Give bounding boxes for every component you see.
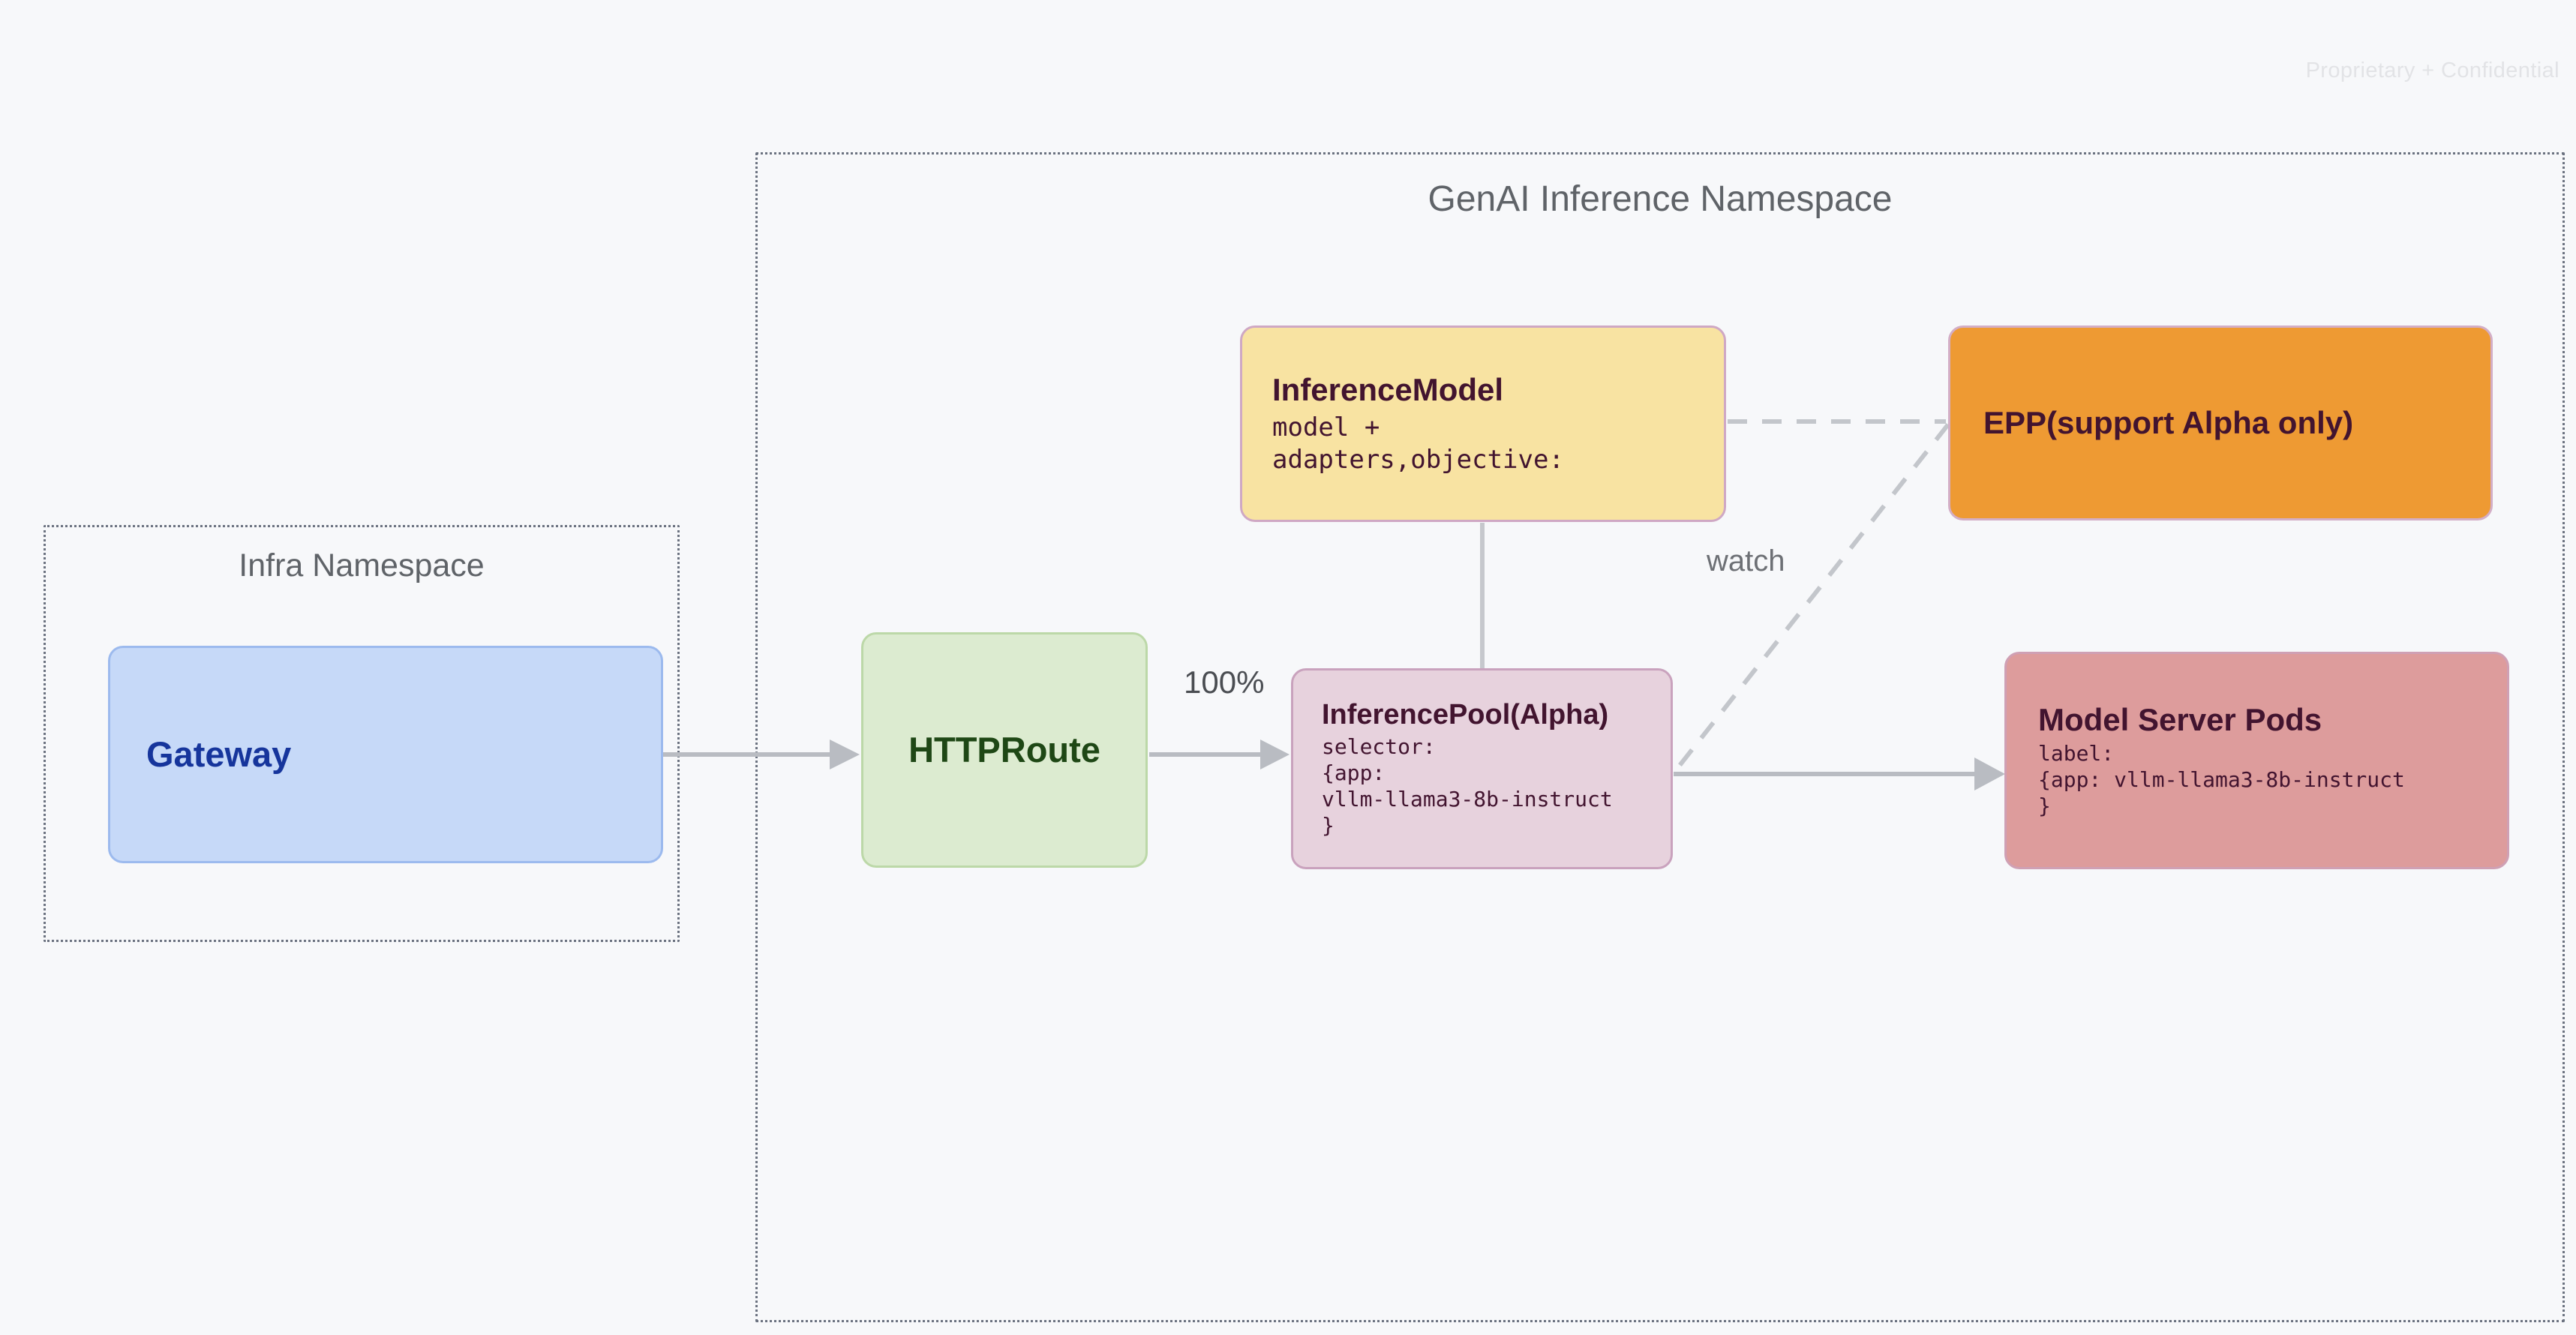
node-gateway[interactable]: Gateway: [108, 646, 663, 863]
node-epp[interactable]: EPP(support Alpha only): [1948, 326, 2493, 520]
node-inference-model-body: model + adapters,objective:: [1272, 412, 1564, 475]
node-inference-pool-body: selector: {app: vllm-llama3-8b-instruct …: [1322, 734, 1613, 838]
node-httproute-title: HTTPRoute: [908, 729, 1100, 770]
namespace-frame-genai: [755, 152, 2565, 1322]
namespace-frame-infra: [44, 525, 680, 942]
node-model-server-pods[interactable]: Model Server Pods label: {app: vllm-llam…: [2004, 652, 2509, 869]
node-inference-model[interactable]: InferenceModel model + adapters,objectiv…: [1240, 326, 1726, 522]
node-model-server-pods-body: label: {app: vllm-llama3-8b-instruct }: [2038, 741, 2405, 819]
node-inference-pool[interactable]: InferencePool(Alpha) selector: {app: vll…: [1291, 668, 1673, 869]
node-inference-model-title: InferenceModel: [1272, 371, 1504, 407]
namespace-title-genai: GenAI Inference Namespace: [1428, 179, 1893, 219]
edge-label-watch: watch: [1707, 544, 1785, 578]
confidentiality-watermark: Proprietary + Confidential: [2305, 58, 2559, 82]
node-gateway-title: Gateway: [146, 734, 292, 774]
node-model-server-pods-title: Model Server Pods: [2038, 701, 2322, 737]
edge-label-traffic-split: 100%: [1184, 664, 1265, 700]
node-epp-title: EPP(support Alpha only): [1983, 405, 2354, 441]
node-httproute[interactable]: HTTPRoute: [861, 632, 1148, 868]
namespace-title-infra: Infra Namespace: [239, 548, 485, 584]
node-inference-pool-title: InferencePool(Alpha): [1322, 699, 1609, 731]
